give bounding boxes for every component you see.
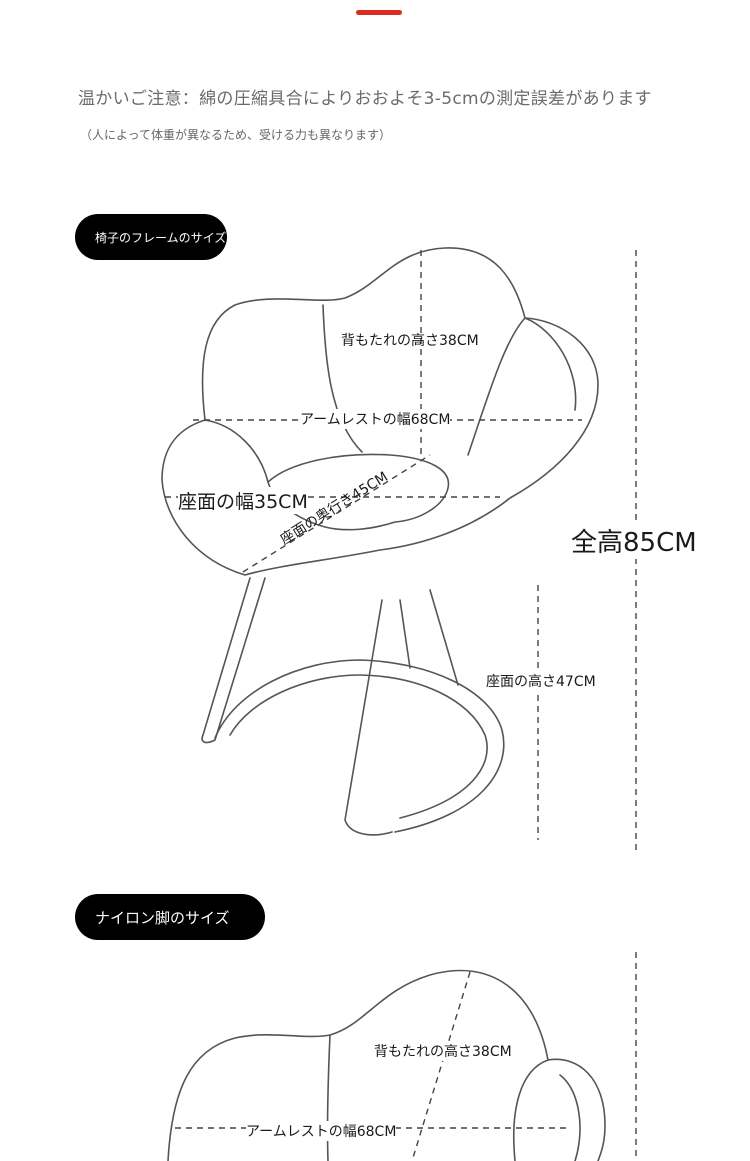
chair-leg-back-2 (429, 589, 459, 686)
measurement-notice: 温かいご注意：綿の圧縮具合によりおおよそ3-5cmの測定誤差があります (78, 89, 652, 109)
section-title-nylon: ナイロン脚のサイズ (75, 894, 265, 940)
nylon-back-height-label: 背もたれの高さ38CM (374, 1041, 512, 1061)
arm-seam-left (204, 419, 269, 483)
chair-leg-front-left (201, 577, 266, 744)
nylon-arm-right (512, 1059, 549, 1161)
measurement-subnote: （人によって体重が異なるため、受ける力も異なります） (80, 128, 392, 142)
seat-depth-guide (242, 454, 431, 573)
nylon-arm-right-inner (559, 1074, 581, 1161)
section-title-frame: 椅子のフレームのサイズ (75, 214, 227, 260)
chair-shell-outline (161, 247, 599, 576)
chair-base-ring-inner (229, 674, 488, 819)
total-height-label: 全高85CM (571, 522, 697, 559)
nylon-backrest-seam (326, 1034, 331, 1161)
arm-seam-right (524, 317, 577, 411)
nylon-back-height-guide (411, 971, 471, 1161)
backrest-seam-left (322, 304, 363, 453)
section-title-nylon-text: ナイロン脚のサイズ (95, 908, 230, 927)
seat-width-label: 座面の幅35CM (178, 487, 308, 514)
chair-leg-front-right (344, 599, 393, 836)
back-height-label: 背もたれの高さ38CM (341, 333, 479, 349)
armrest-width-label: アームレストの幅68CM (300, 409, 451, 429)
seat-height-label: 座面の高さ47CM (486, 671, 596, 691)
backrest-seam-right (467, 317, 526, 456)
chair-base-ring (214, 659, 505, 833)
top-accent-bar (356, 10, 402, 15)
chair-leg-back (399, 599, 411, 669)
nylon-armrest-width-label: アームレストの幅68CM (246, 1121, 397, 1141)
nylon-shell-outline (167, 969, 606, 1161)
seat-cushion (267, 453, 450, 531)
section-title-frame-text: 椅子のフレームのサイズ (95, 230, 227, 245)
